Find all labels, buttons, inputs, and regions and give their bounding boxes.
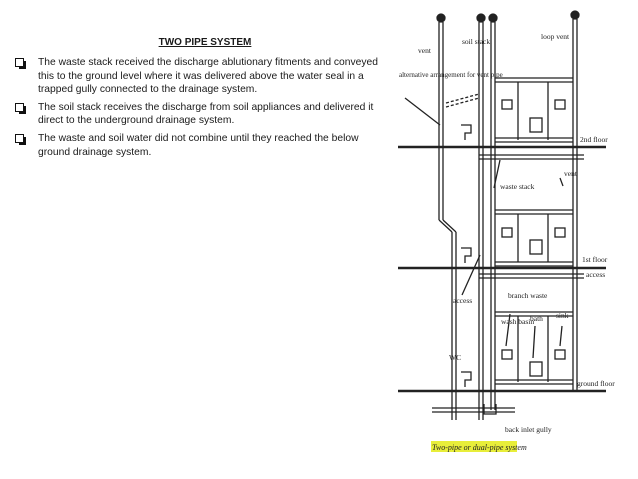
bullet-item: The soil stack receives the discharge fr… bbox=[14, 101, 386, 128]
checkbox-bullet-icon bbox=[15, 133, 26, 145]
label-access-left: access bbox=[453, 296, 472, 305]
two-pipe-system-diagram: vent soil stack loop vent alternative ar… bbox=[398, 10, 615, 452]
back-inlet-gully-icon bbox=[483, 404, 497, 415]
label-bath: bath bbox=[530, 314, 543, 323]
fixture-icon bbox=[501, 99, 513, 110]
label-soil-stack: soil stack bbox=[462, 37, 490, 46]
label-sink: sink bbox=[556, 311, 569, 320]
wash-basin-icon bbox=[501, 349, 513, 360]
slide-title: TWO PIPE SYSTEM bbox=[158, 37, 252, 48]
label-loop-vent: loop vent bbox=[541, 32, 570, 41]
fixture-icon bbox=[501, 227, 513, 238]
bullet-item: The waste stack received the discharge a… bbox=[14, 56, 386, 97]
vent-cap-icon bbox=[436, 13, 446, 23]
label-access-right: access bbox=[586, 270, 605, 279]
label-back-inlet-gully: back inlet gully bbox=[505, 425, 552, 434]
label-1st-floor: 1st floor bbox=[582, 255, 608, 264]
fixture-icon bbox=[554, 227, 566, 238]
bullet-list: The waste stack received the discharge a… bbox=[14, 56, 386, 163]
wc-icon bbox=[461, 371, 472, 387]
wc-icon bbox=[461, 247, 472, 263]
label-wc: WC bbox=[449, 353, 461, 362]
bath-icon bbox=[529, 361, 543, 377]
label-alternative: alternative arrangement for vent pipe bbox=[399, 71, 503, 79]
vent-cap-icon bbox=[476, 13, 486, 23]
label-2nd-floor: 2nd floor bbox=[580, 135, 608, 144]
label-waste-stack: waste stack bbox=[500, 182, 535, 191]
diagram-caption: Two-pipe or dual-pipe system bbox=[432, 443, 527, 452]
label-branch-waste: branch waste bbox=[508, 291, 548, 300]
label-ground-floor: ground floor bbox=[577, 379, 615, 388]
bullet-item: The waste and soil water did not combine… bbox=[14, 132, 386, 159]
label-vent-2: vent bbox=[564, 169, 578, 178]
caption-highlight bbox=[431, 441, 517, 452]
label-vent: vent bbox=[418, 46, 432, 55]
vent-cap-icon bbox=[488, 13, 498, 23]
sink-icon bbox=[554, 349, 566, 360]
checkbox-bullet-icon bbox=[15, 102, 26, 114]
vent-cap-icon bbox=[570, 10, 580, 20]
bath-icon bbox=[529, 239, 543, 255]
bath-icon bbox=[529, 117, 543, 133]
wc-icon bbox=[461, 124, 472, 140]
checkbox-bullet-icon bbox=[15, 58, 26, 69]
fixture-icon bbox=[554, 99, 566, 110]
label-wash-basin: wash basin bbox=[501, 317, 534, 326]
